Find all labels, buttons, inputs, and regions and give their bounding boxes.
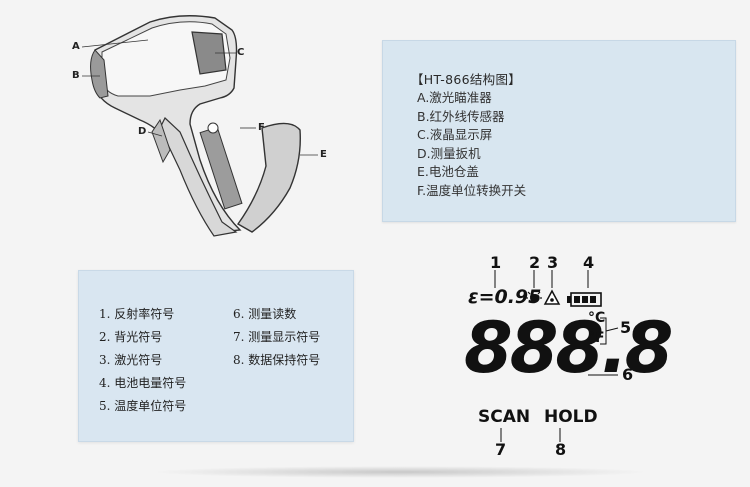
structure-item-f: F.温度单位转换开关	[417, 182, 527, 198]
symbol-legend-column-2: 6. 测量读数 7. 测量显示符号 8. 数据保持符号	[233, 303, 320, 372]
lcd-display-diagram: ε=0.95 888.8 °C °F SCAN HOLD 1 2 3 4 5 6…	[460, 250, 750, 460]
hold-indicator: HOLD	[544, 407, 598, 427]
callout-e: E	[320, 149, 327, 160]
structure-item-d: D.测量扳机	[417, 145, 481, 161]
lcd-leader-lines	[494, 270, 619, 442]
lcd-number-6: 6	[622, 365, 634, 384]
callout-a: A	[72, 41, 80, 52]
structure-legend-title: 【HT-866结构图】	[411, 72, 522, 87]
lcd-number-5: 5	[620, 318, 632, 337]
symbol-item-6: 6. 测量读数	[233, 307, 297, 321]
lcd-number-7: 7	[495, 440, 507, 459]
emissivity-readout: ε=0.95	[468, 286, 542, 308]
lcd-number-2: 2	[529, 253, 541, 272]
symbol-item-8: 8. 数据保持符号	[233, 353, 321, 367]
structure-item-c: C.液晶显示屏	[417, 127, 493, 142]
thermometer-diagram: A B C D E F	[0, 0, 370, 250]
temperature-reading: 888.8	[464, 307, 673, 389]
symbol-item-2: 2. 背光符号	[99, 330, 163, 344]
lcd-number-1: 1	[490, 253, 502, 272]
lcd-number-3: 3	[547, 253, 559, 272]
symbol-legend-column-1: 1. 反射率符号 2. 背光符号 3. 激光符号 4. 电池电量符号 5. 温度…	[99, 303, 186, 418]
structure-item-e: E.电池仓盖	[417, 164, 479, 179]
floor-shadow	[150, 466, 650, 478]
lcd-number-4: 4	[583, 253, 595, 272]
structure-item-b: B.红外线传感器	[417, 108, 505, 124]
structure-legend-list: A.激光瞄准器 B.红外线传感器 C.液晶显示屏 D.测量扳机 E.电池仓盖 F…	[417, 89, 526, 200]
symbol-item-5: 5. 温度单位符号	[99, 399, 187, 413]
symbol-item-1: 1. 反射率符号	[99, 307, 175, 321]
callout-f: F	[258, 122, 265, 133]
symbol-item-4: 4. 电池电量符号	[99, 376, 187, 390]
structure-legend-panel: 【HT-866结构图】 A.激光瞄准器 B.红外线传感器 C.液晶显示屏 D.测…	[382, 40, 736, 222]
scan-indicator: SCAN	[478, 407, 531, 427]
structure-item-a: A.激光瞄准器	[417, 90, 492, 105]
symbol-item-7: 7. 测量显示符号	[233, 330, 321, 344]
unit-fahrenheit: °F	[588, 330, 605, 346]
symbol-item-3: 3. 激光符号	[99, 353, 163, 367]
lcd-number-8: 8	[555, 440, 567, 459]
symbol-legend-panel: 1. 反射率符号 2. 背光符号 3. 激光符号 4. 电池电量符号 5. 温度…	[78, 270, 354, 442]
callout-b: B	[72, 70, 80, 81]
callout-d: D	[138, 126, 147, 137]
callout-c: C	[237, 47, 245, 58]
thermometer-drawing	[81, 15, 318, 237]
unit-celsius: °C	[588, 310, 606, 326]
